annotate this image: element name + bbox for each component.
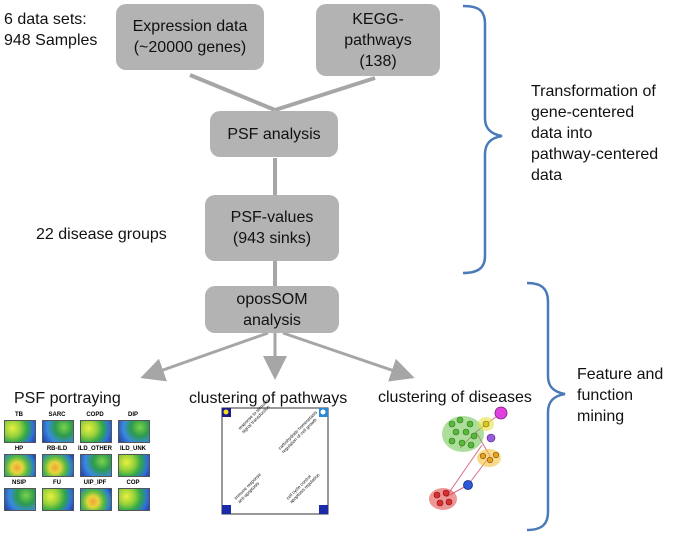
cluster-red-nodes bbox=[433, 489, 453, 507]
clustering-diseases-caption: clustering of diseases bbox=[378, 389, 532, 406]
portrait-tile bbox=[118, 420, 150, 443]
pathway-plot-frame bbox=[221, 407, 329, 515]
cluster-red bbox=[429, 488, 457, 510]
portrait-tile bbox=[42, 420, 74, 443]
pathway-corner-tr-dot bbox=[320, 409, 326, 415]
psf-portrait-grid: TB SARC COPD DIP HP RB-ILD ILD_OTHER ILD… bbox=[2, 412, 152, 516]
portrait-title: NSIP bbox=[11, 480, 26, 486]
cluster-orange-nodes bbox=[479, 451, 500, 464]
portrait-tile bbox=[118, 454, 150, 477]
portrait-tile bbox=[4, 420, 36, 443]
portrait-title: TB bbox=[15, 412, 23, 418]
portrait-title: SARC bbox=[48, 412, 66, 418]
cluster-green bbox=[442, 416, 484, 452]
cluster-magenta-node bbox=[494, 406, 508, 420]
portrait-title: FU bbox=[53, 480, 61, 486]
pathway-corner-br bbox=[319, 505, 328, 514]
feature-function-label: Feature and function mining bbox=[577, 366, 664, 425]
portrait-tile bbox=[4, 488, 36, 511]
portrait-title: COP bbox=[126, 480, 140, 486]
line-kegg-to-psf bbox=[274, 76, 376, 112]
pathway-corner-bl bbox=[222, 505, 231, 514]
cluster-purple-node bbox=[486, 433, 496, 443]
bracket-transformation bbox=[462, 4, 503, 275]
portrait-title: HP bbox=[14, 446, 24, 452]
cluster-blue-node bbox=[463, 480, 473, 490]
samples-label: 948 Samples bbox=[4, 32, 98, 49]
datasets-label: 6 data sets: bbox=[4, 11, 87, 28]
portrait-tile bbox=[118, 488, 150, 511]
expression-data-box: Expression data (~20000 genes) bbox=[116, 4, 264, 70]
cluster-green-nodes bbox=[448, 416, 478, 449]
portrait-title: RB-ILD bbox=[46, 446, 68, 452]
psf-values-box: PSF-values (943 sinks) bbox=[205, 195, 339, 261]
opossom-analysis-box: oposSOM analysis bbox=[205, 286, 339, 333]
bracket-feature bbox=[526, 281, 566, 532]
clustering-pathways-caption: clustering of pathways bbox=[189, 390, 348, 407]
portrait-tile bbox=[80, 488, 112, 511]
psf-portraying-caption: PSF portraying bbox=[14, 390, 121, 407]
portrait-tile bbox=[4, 454, 36, 477]
portrait-tile bbox=[80, 420, 112, 443]
pathway-corner-tl-dot bbox=[223, 409, 229, 415]
portrait-title: ILD_OTHER bbox=[78, 446, 113, 452]
portrait-tile bbox=[42, 454, 74, 477]
arrow-to-diseases bbox=[282, 331, 415, 382]
kegg-pathways-box: KEGG- pathways (138) bbox=[316, 4, 440, 76]
portrait-title: UIP_IPF bbox=[83, 480, 107, 486]
portrait-title: DIP bbox=[127, 412, 138, 418]
line-expression-to-psf bbox=[189, 73, 276, 112]
psf-analysis-box: PSF analysis bbox=[210, 111, 338, 157]
portrait-title: COPD bbox=[86, 412, 104, 418]
arrow-to-portraying bbox=[140, 331, 269, 382]
cluster-yellow-node bbox=[482, 420, 490, 428]
portrait-title: ILD_UNK bbox=[119, 446, 146, 452]
portrait-tile bbox=[80, 454, 112, 477]
transformation-label: Transformation of gene-centered data int… bbox=[531, 83, 659, 184]
portrait-tile bbox=[42, 488, 74, 511]
disease-groups-label: 22 disease groups bbox=[36, 226, 167, 243]
